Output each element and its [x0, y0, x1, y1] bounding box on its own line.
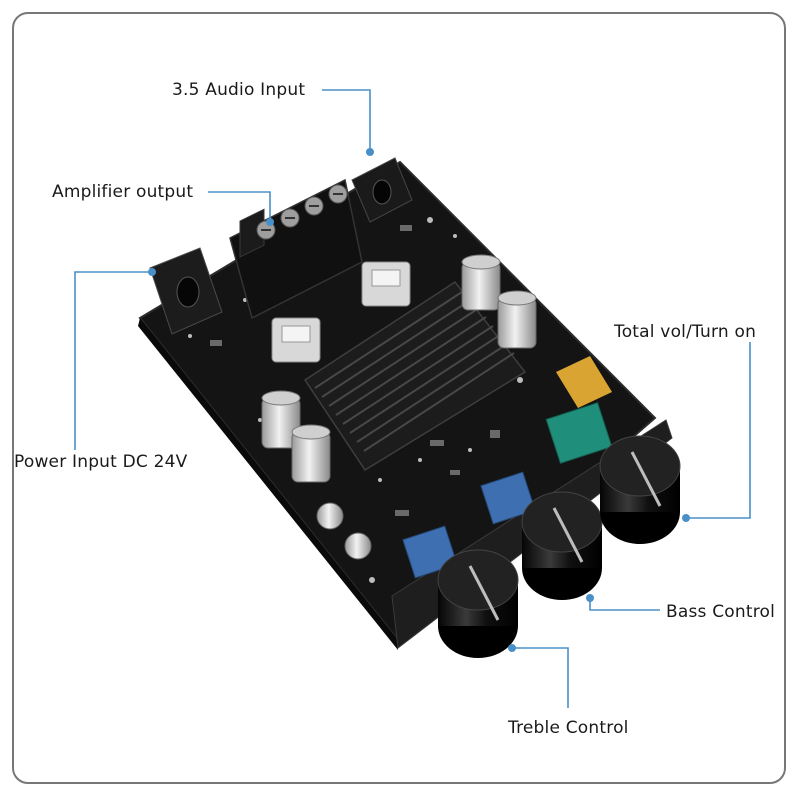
capacitors [261, 254, 537, 560]
leader-treble-control [512, 647, 569, 708]
label-treble-control: Treble Control [508, 718, 629, 738]
label-bass-control: Bass Control [666, 602, 776, 622]
leader-bass-control [589, 598, 660, 611]
output-terminal-block [229, 178, 363, 320]
heatsink [303, 280, 527, 472]
leader-audio-input [322, 89, 371, 150]
label-amplifier-output: Amplifier output [52, 182, 194, 202]
treble-knob [437, 549, 519, 658]
audio-jack [351, 157, 413, 223]
leader-power-input [74, 271, 150, 450]
inductors [271, 261, 411, 363]
power-jack [149, 247, 223, 335]
volume-knob [599, 435, 681, 544]
bluetooth-antenna [556, 356, 612, 408]
label-total-volume: Total vol/Turn on [614, 322, 757, 342]
leader-lines [74, 89, 751, 708]
bass-knob [521, 491, 603, 600]
label-power-input: Power Input DC 24V [14, 452, 188, 472]
label-audio-input: 3.5 Audio Input [172, 80, 306, 100]
image-frame [12, 12, 786, 784]
leader-dots [148, 148, 690, 652]
leader-amplifier-output [208, 191, 271, 220]
leader-total-volume [688, 342, 751, 519]
